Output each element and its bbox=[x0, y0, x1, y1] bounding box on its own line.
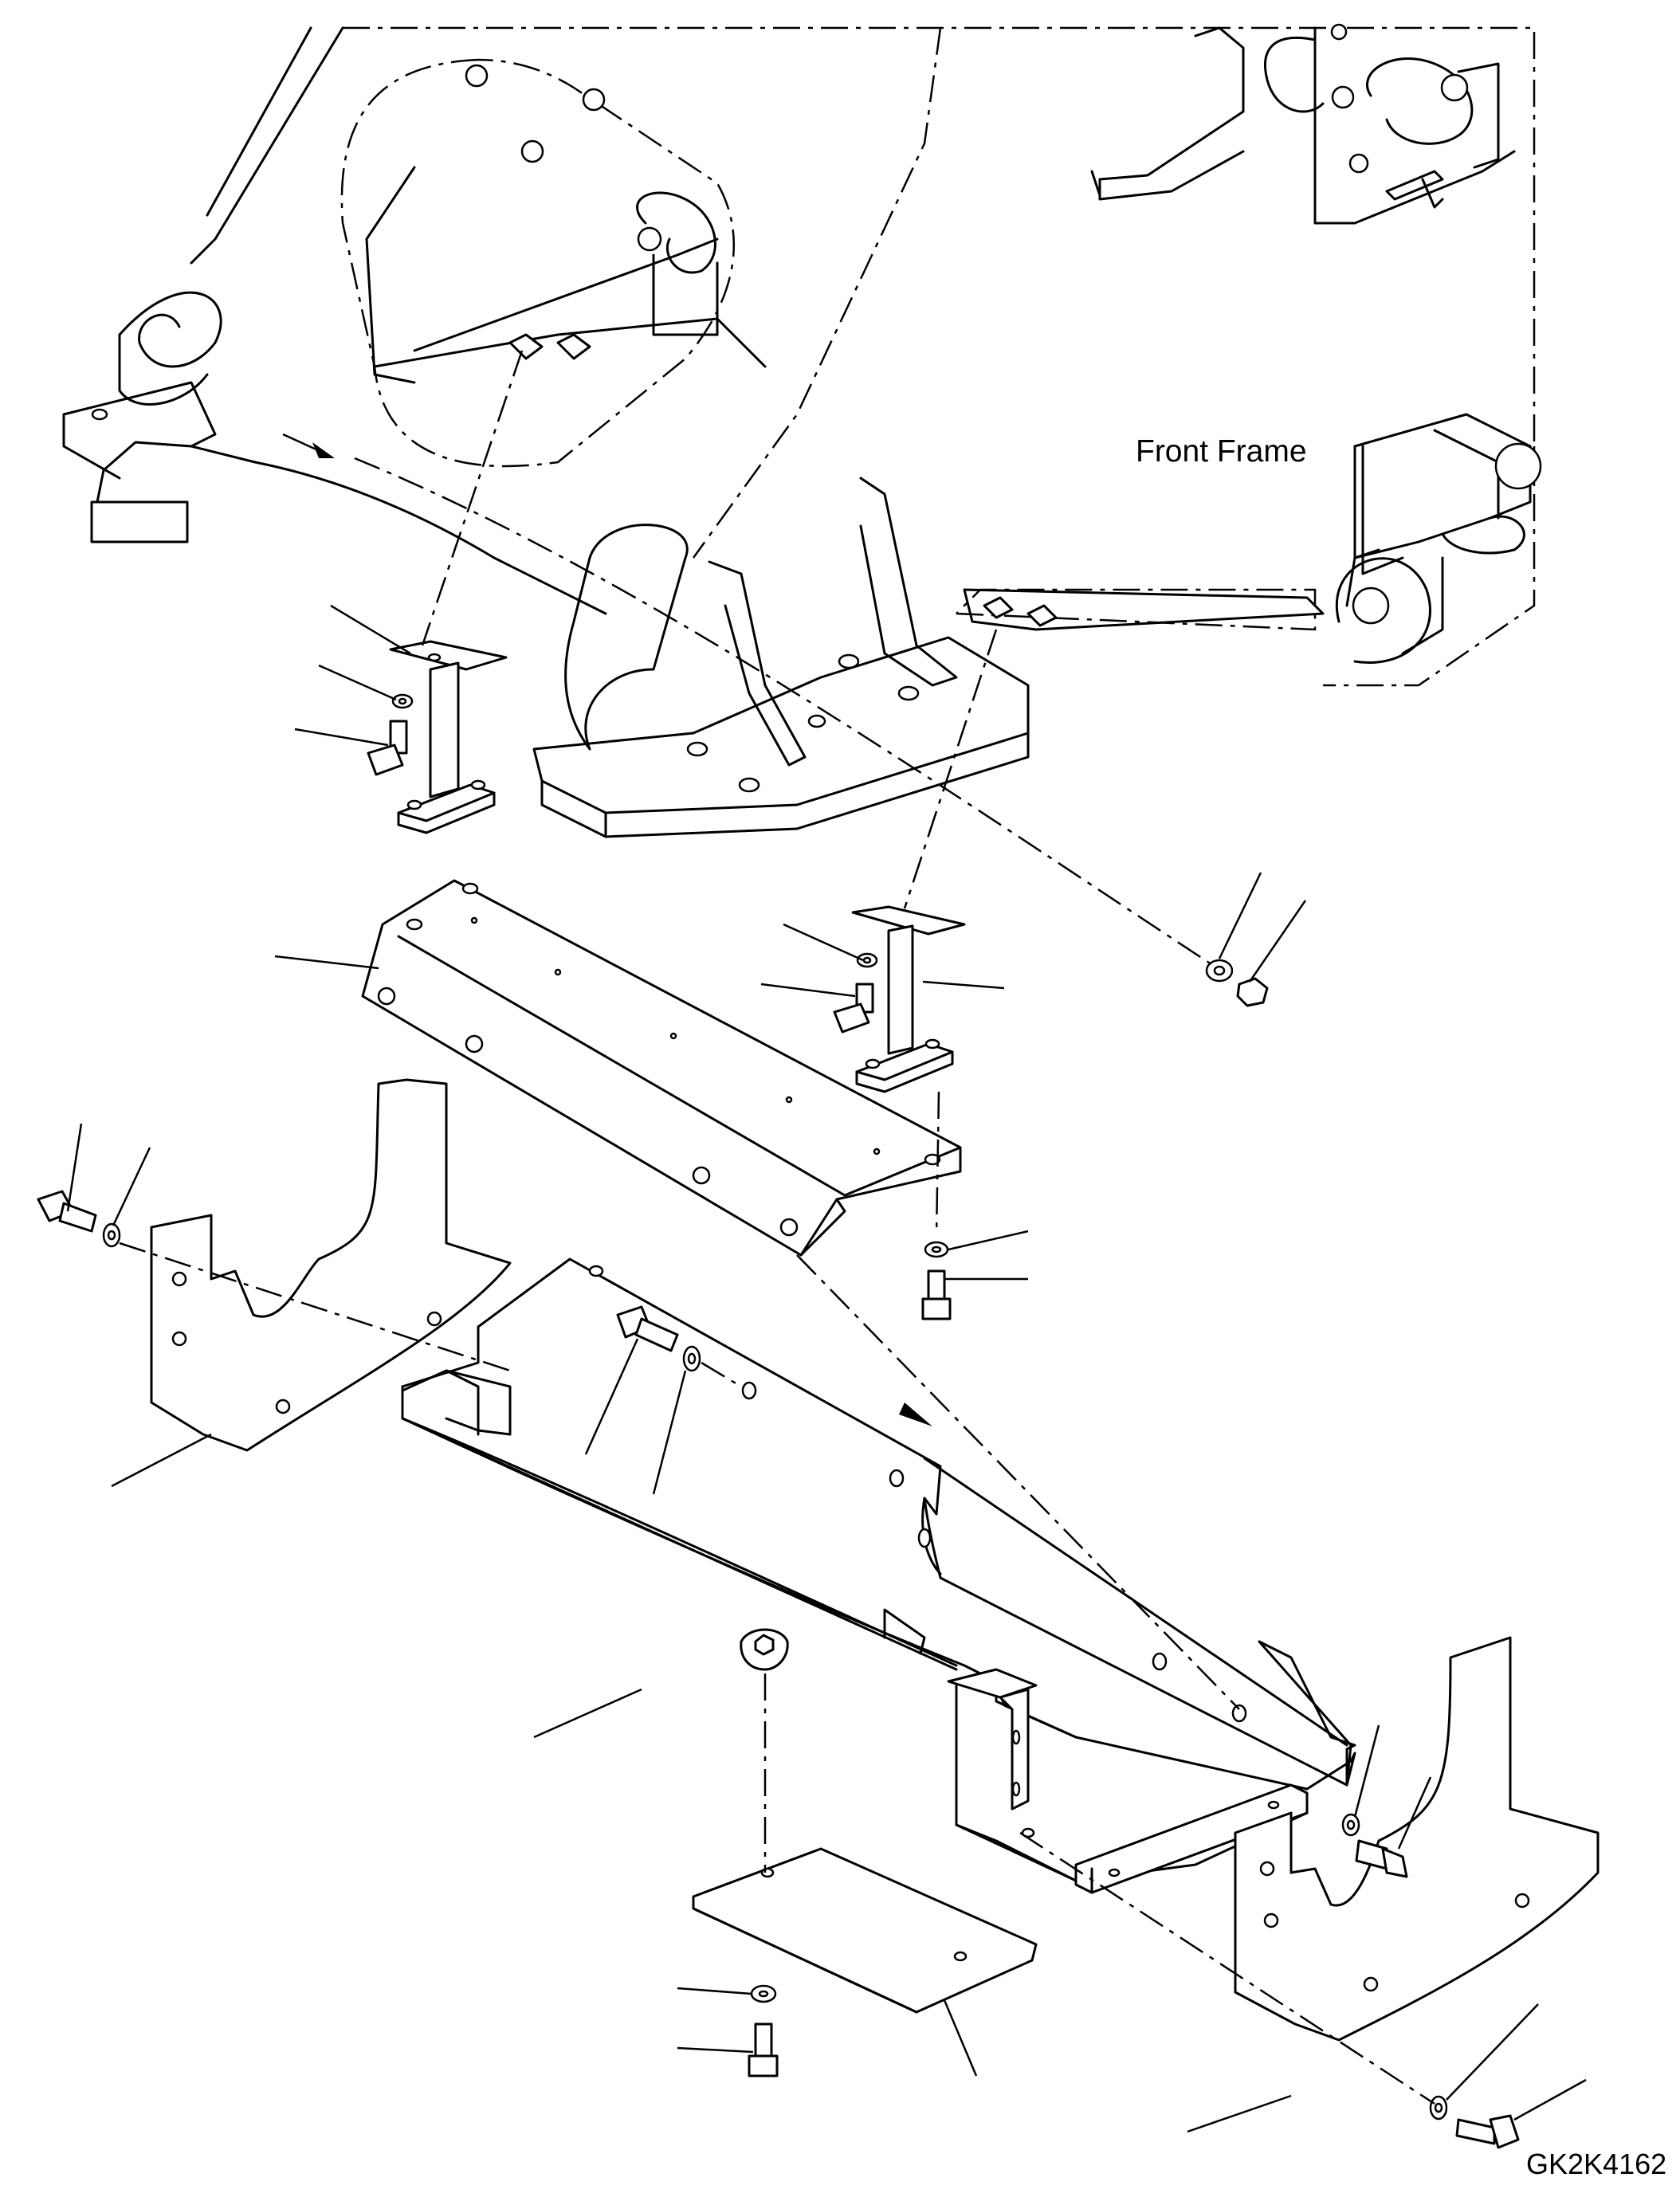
left-side-plate bbox=[150, 1078, 512, 1452]
left-bracket-washer bbox=[391, 693, 414, 709]
guard-nut bbox=[740, 1628, 789, 1671]
assembly-center-lines bbox=[119, 350, 1435, 2105]
left-plate-washer bbox=[102, 1222, 121, 1248]
direction-arrow-top bbox=[282, 433, 335, 458]
frame-nut bbox=[1236, 977, 1269, 1007]
right-side-plate bbox=[1234, 1636, 1600, 2042]
front-frame-label: Front Frame bbox=[1136, 434, 1307, 469]
left-support-bracket bbox=[389, 640, 508, 834]
right-support-bracket bbox=[851, 905, 966, 1093]
angle-bar-bolt bbox=[921, 1269, 952, 1320]
guard-bolt bbox=[616, 1305, 679, 1352]
cover-bolt bbox=[748, 2022, 779, 2077]
frame-washer bbox=[1205, 959, 1234, 983]
right-plate-washer-bottom bbox=[1429, 2095, 1448, 2120]
right-bracket-washer bbox=[856, 952, 878, 968]
direction-arrow-middle bbox=[899, 1403, 932, 1426]
drawing-code: GK2K4162 bbox=[1526, 2148, 1667, 2180]
right-plate-bolt-top bbox=[1355, 1839, 1408, 1878]
right-bracket-bolt bbox=[833, 983, 874, 1034]
angle-bar-washer bbox=[924, 1241, 949, 1258]
right-plate-bolt-bottom bbox=[1455, 2114, 1520, 2149]
callout-leaders bbox=[66, 604, 1587, 2133]
main-guard bbox=[401, 1257, 1356, 1894]
left-bracket-bolt bbox=[367, 720, 408, 776]
right-plate-washer-top bbox=[1341, 1813, 1360, 1837]
angle-bar bbox=[361, 879, 962, 1257]
left-plate-bolt bbox=[37, 1190, 97, 1233]
cover-washer bbox=[750, 1984, 777, 2003]
bottom-cover-plate bbox=[692, 1847, 1038, 2014]
front-frame-assembly bbox=[62, 23, 1542, 838]
guard-washer bbox=[682, 1345, 701, 1372]
